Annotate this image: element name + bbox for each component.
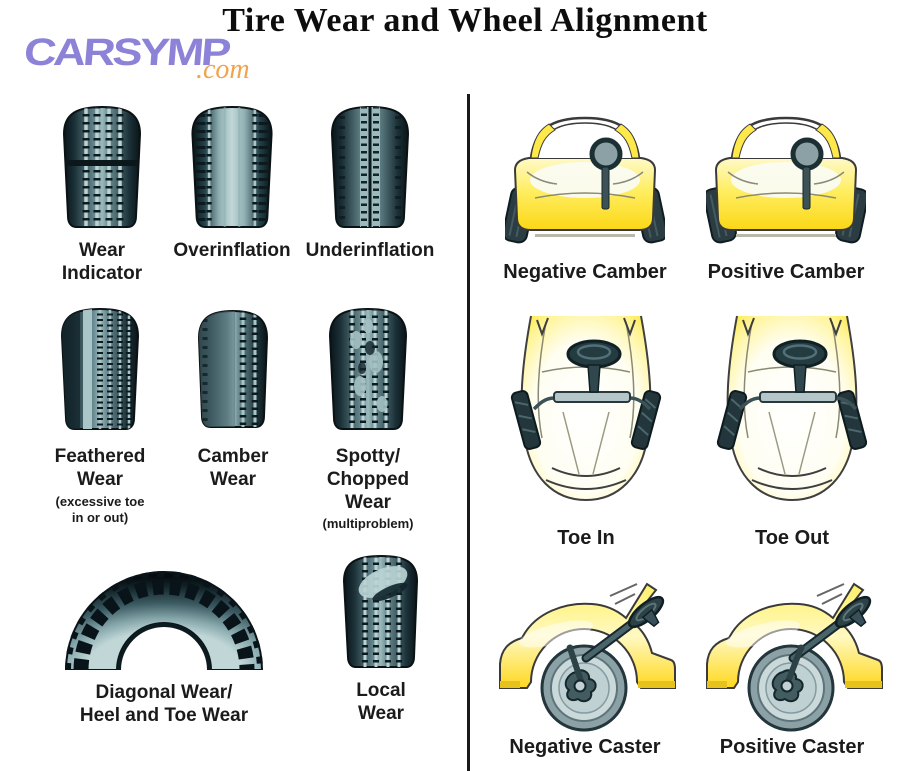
negative-caster-car-illustration [499,582,676,732]
wear-indicator-tire-illustration [62,105,142,228]
wear-indicator-label: Wear Indicator [61,240,143,284]
feathered-wear-label: Feathered Wear [54,446,146,490]
negative-camber-car-illustration [505,116,665,244]
figure-negative-camber: Negative Camber [490,110,680,284]
positive-camber-label: Positive Camber [707,261,865,283]
negative-camber-label: Negative Camber [503,261,667,283]
local-wear-tire-illustration [342,554,419,668]
local-wear-label: Local Wear [356,680,406,724]
positive-camber-car-illustration [706,116,866,244]
toe-in-label: Toe In [557,527,615,549]
figure-camber-wear: Camber Wear [168,304,298,492]
diagonal-heel-toe-wear-tire-illustration [64,571,264,670]
feathered-wear-sublabel: (excessive toe in or out) [55,493,145,525]
camber-wear-label: Camber Wear [197,446,269,490]
toe-out-label: Toe Out [754,527,830,549]
overinflation-label: Overinflation [173,240,291,261]
figure-diagonal-heel-toe-wear: Diagonal Wear/ Heel and Toe Wear [24,570,304,728]
positive-caster-label: Positive Caster [719,736,865,758]
figure-feathered-wear: Feathered Wear (excessive toe in or out) [25,304,175,526]
figure-negative-caster: Negative Caster [490,560,680,759]
section-divider [467,94,470,771]
feathered-wear-tire-illustration [60,307,140,430]
brand-logo-suffix: .com [196,54,250,85]
figure-overinflation: Overinflation [157,102,307,263]
figure-wear-indicator: Wear Indicator [32,102,172,286]
negative-caster-label: Negative Caster [509,736,661,758]
page-title: Tire Wear and Wheel Alignment [222,2,708,39]
spotty-chopped-wear-tire-illustration [328,307,408,430]
overinflation-tire-illustration [191,105,273,228]
figure-toe-in: Toe In [496,308,676,550]
toe-in-car-illustration [510,315,661,502]
figure-toe-out: Toe Out [702,308,882,550]
figure-positive-caster: Positive Caster [697,560,887,759]
positive-caster-car-illustration [706,582,883,732]
figure-local-wear: Local Wear [321,552,441,726]
camber-wear-tire-illustration [197,309,269,428]
toe-out-car-illustration [716,315,867,502]
figure-underinflation: Underinflation [294,102,446,263]
spotty-chopped-wear-sublabel: (multiproblem) [322,516,414,532]
underinflation-tire-illustration [330,105,410,228]
spotty-chopped-wear-label: Spotty/ Chopped Wear [326,446,410,513]
underinflation-label: Underinflation [305,240,435,261]
figure-spotty-chopped-wear: Spotty/ Chopped Wear (multiproblem) [298,304,438,533]
diagonal-heel-toe-wear-label: Diagonal Wear/ Heel and Toe Wear [79,682,249,726]
figure-positive-camber: Positive Camber [691,110,881,284]
